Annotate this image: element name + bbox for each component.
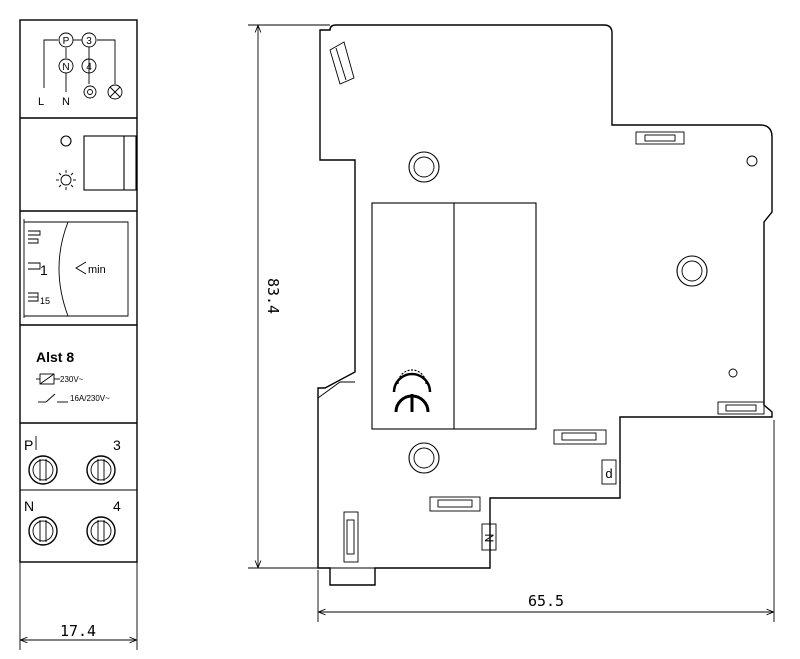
clip-tab-d: d — [601, 459, 617, 485]
clip-slot-5 — [343, 511, 359, 563]
terminal-screw-4[interactable] — [86, 516, 116, 546]
wiring-schematic: P 3 N 4 L N — [38, 32, 123, 108]
mounting-hole-bottom — [408, 442, 440, 474]
terminal-block: P 3 N 4 — [24, 436, 121, 546]
terminal-circle-3 — [81, 32, 97, 48]
mounting-hole-top — [408, 151, 440, 183]
clip-slot-4 — [429, 496, 481, 512]
model-name: Alst 8 — [36, 349, 74, 365]
circle-label-3: 3 — [86, 36, 92, 47]
clip-tab-n: N — [481, 523, 497, 551]
circle-label-p: P — [63, 36, 70, 47]
pointer-icon — [75, 261, 87, 275]
mounting-hole-right — [676, 255, 708, 287]
terminal-label-p: P — [24, 437, 33, 453]
side-depth-dimension: 65.5 — [317, 420, 775, 622]
small-hole-top — [746, 155, 758, 167]
terminal-circle-p — [58, 32, 74, 48]
knob-number-1: 1 — [40, 262, 48, 278]
clip-slot-2 — [717, 401, 765, 415]
clip-label-d: d — [605, 466, 612, 481]
relay-coil-icon — [36, 373, 60, 385]
dimension-side-height: 83.4 — [264, 278, 282, 314]
top-clip — [329, 41, 355, 85]
label-l: L — [38, 96, 44, 108]
lamp-circle — [83, 85, 97, 99]
contact-rating: 16A/230V~ — [70, 394, 110, 403]
terminal-label-n: N — [24, 498, 34, 514]
terminal-screw-n[interactable] — [28, 516, 58, 546]
terminal-screw-p[interactable] — [28, 455, 58, 485]
small-hole-bottom — [728, 368, 738, 378]
terminal-label-3: 3 — [113, 437, 121, 453]
side-height-dimension: 83.4 — [248, 24, 330, 569]
push-button[interactable] — [83, 135, 137, 191]
terminal-screw-3[interactable] — [86, 455, 116, 485]
circle-label-n: N — [62, 62, 69, 73]
clip-label-n: N — [482, 534, 496, 543]
contact-switch-icon — [38, 393, 68, 403]
side-body-outline — [317, 24, 773, 586]
front-outline — [19, 19, 138, 563]
front-view: P 3 N 4 L N — [19, 19, 138, 650]
side-view: 83.4 65.5 — [248, 24, 775, 622]
label-n: N — [62, 96, 70, 108]
knob-number-15: 15 — [40, 296, 50, 306]
dimension-front-width: 17.4 — [60, 622, 96, 640]
indicator-led — [60, 135, 72, 147]
lamp-cross-icon — [107, 84, 123, 100]
coil-rating: 230V~ — [60, 375, 84, 384]
front-width-dimension: 17.4 — [19, 562, 138, 650]
circle-label-4: 4 — [86, 62, 92, 73]
terminal-circle-4 — [81, 58, 97, 74]
timer-knob[interactable]: 1 15 min — [23, 219, 129, 318]
clip-slot-1 — [635, 131, 685, 145]
dimension-side-depth: 65.5 — [528, 592, 564, 610]
terminal-circle-n — [58, 58, 74, 74]
clip-slot-3 — [553, 429, 607, 445]
light-bulb-icon — [56, 170, 76, 190]
certification-mark-icon — [392, 369, 432, 413]
terminal-label-4: 4 — [113, 498, 121, 514]
knob-unit: min — [88, 264, 106, 276]
